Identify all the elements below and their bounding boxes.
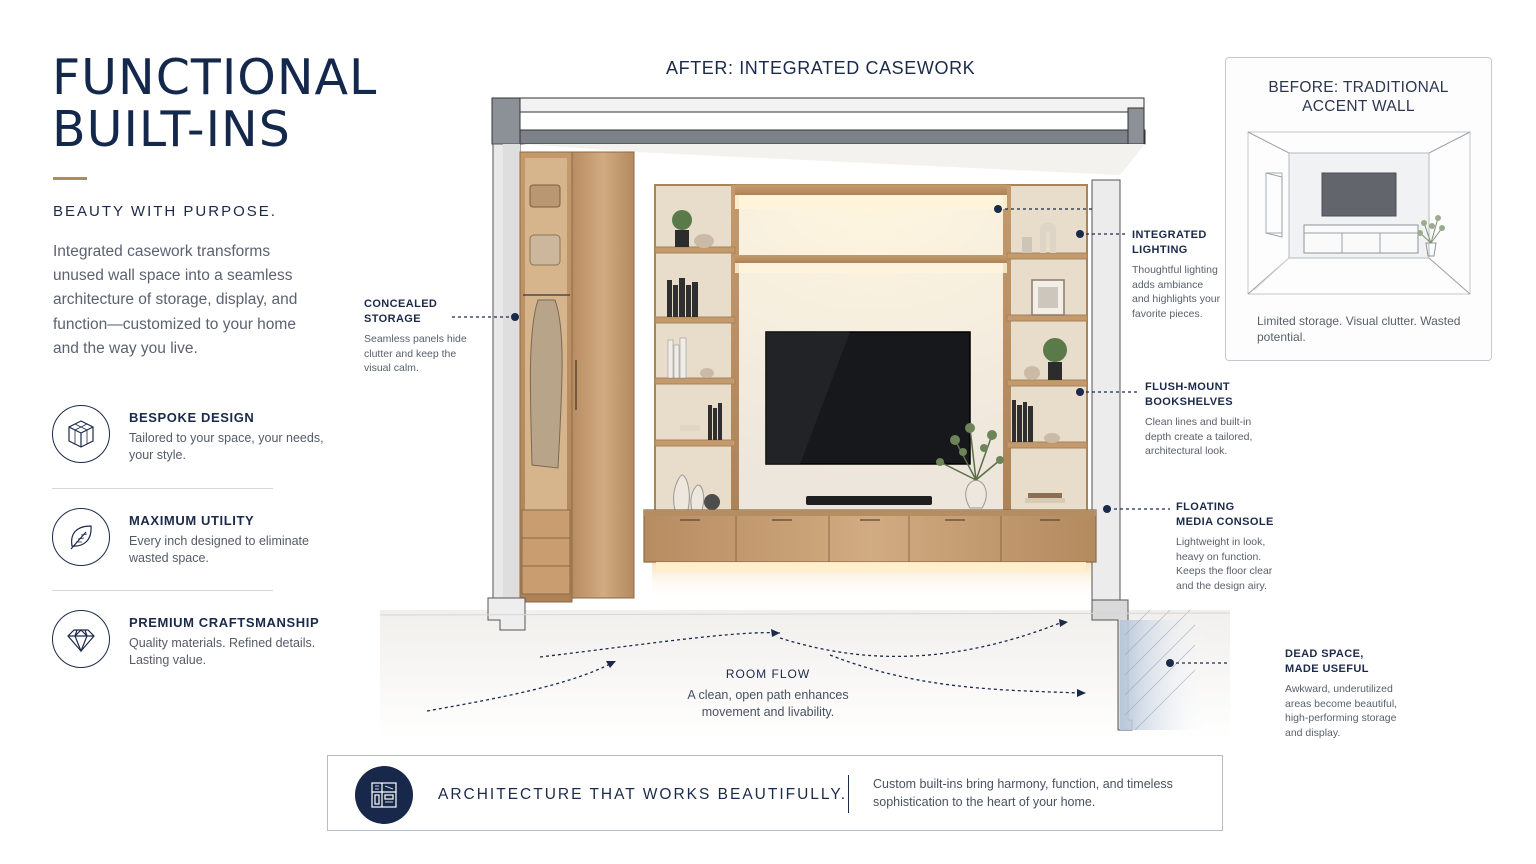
- blueprint-icon: [355, 766, 413, 824]
- callout-title: FLOATING MEDIA CONSOLE: [1176, 501, 1274, 528]
- bottom-banner: ARCHITECTURE THAT WORKS BEAUTIFULLY. Cus…: [327, 755, 1223, 831]
- cube-icon: [52, 405, 110, 463]
- casework-illustration: [380, 97, 1230, 740]
- title-line-1: FUNCTIONAL: [52, 49, 378, 106]
- feature-desc: Quality materials. Refined details. Last…: [129, 636, 316, 667]
- callout-floating-media-console: FLOATING MEDIA CONSOLE Lightweight in lo…: [1176, 500, 1286, 593]
- feature-title: MAXIMUM UTILITY: [129, 513, 255, 528]
- before-desc: Limited storage. Visual clutter. Wasted …: [1257, 314, 1461, 344]
- callout-concealed-storage: CONCEALED STORAGE Seamless panels hide c…: [364, 297, 474, 376]
- feature-title: BESPOKE DESIGN: [129, 410, 255, 425]
- callout-title: FLUSH-MOUNT BOOKSHELVES: [1145, 381, 1233, 408]
- feature-maximum-utility: MAXIMUM UTILITY Every inch designed to e…: [52, 508, 309, 578]
- feature-desc: Every inch designed to eliminate wasted …: [129, 534, 309, 565]
- diamond-icon: [52, 610, 110, 668]
- title-line-2: BUILT-INS: [52, 101, 291, 158]
- callout-desc: Seamless panels hide clutter and keep th…: [364, 333, 467, 374]
- callout-flush-mount-bookshelves: FLUSH-MOUNT BOOKSHELVES Clean lines and …: [1145, 380, 1265, 459]
- leaf-icon: [52, 508, 110, 566]
- callout-desc: A clean, open path enhances movement and…: [687, 688, 849, 719]
- after-heading: AFTER: INTEGRATED CASEWORK: [666, 58, 976, 78]
- callout-desc: Awkward, underutilized areas become beau…: [1285, 683, 1398, 739]
- intro-paragraph: Integrated casework transforms unused wa…: [53, 243, 298, 357]
- callout-title: ROOM FLOW: [725, 667, 811, 681]
- feature-divider: [52, 488, 273, 489]
- callout-desc: Thoughtful lighting adds ambiance and hi…: [1132, 264, 1221, 320]
- feature-title: PREMIUM CRAFTSMANSHIP: [129, 615, 320, 630]
- callout-integrated-lighting: INTEGRATED LIGHTING Thoughtful lighting …: [1132, 228, 1222, 321]
- banner-desc: Custom built-ins bring harmony, function…: [873, 777, 1173, 809]
- callout-dead-space: DEAD SPACE, MADE USEFUL Awkward, underut…: [1285, 647, 1410, 740]
- feature-premium-craftsmanship: PREMIUM CRAFTSMANSHIP Quality materials.…: [52, 610, 319, 680]
- callout-title: INTEGRATED LIGHTING: [1132, 229, 1207, 256]
- before-sketch: [1247, 131, 1471, 295]
- feature-desc: Tailored to your space, your needs, your…: [129, 431, 324, 462]
- tagline: BEAUTY WITH PURPOSE.: [53, 203, 277, 220]
- accent-divider: [53, 177, 87, 180]
- banner-divider: [848, 775, 849, 813]
- callout-desc: Clean lines and built-in depth create a …: [1145, 416, 1253, 457]
- callout-title: CONCEALED STORAGE: [364, 298, 438, 325]
- callout-desc: Lightweight in look, heavy on function. …: [1176, 536, 1273, 592]
- callout-room-flow: ROOM FLOW A clean, open path enhances mo…: [678, 667, 858, 721]
- feature-divider: [52, 590, 273, 591]
- banner-title: ARCHITECTURE THAT WORKS BEAUTIFULLY.: [438, 786, 848, 803]
- before-title: BEFORE: TRADITIONAL ACCENT WALL: [1268, 79, 1449, 115]
- feature-bespoke-design: BESPOKE DESIGN Tailored to your space, y…: [52, 405, 324, 475]
- before-panel: BEFORE: TRADITIONAL ACCENT WALL Limited …: [1225, 57, 1492, 361]
- page-title: FUNCTIONAL BUILT-INS: [52, 52, 377, 156]
- callout-title: DEAD SPACE, MADE USEFUL: [1285, 648, 1369, 675]
